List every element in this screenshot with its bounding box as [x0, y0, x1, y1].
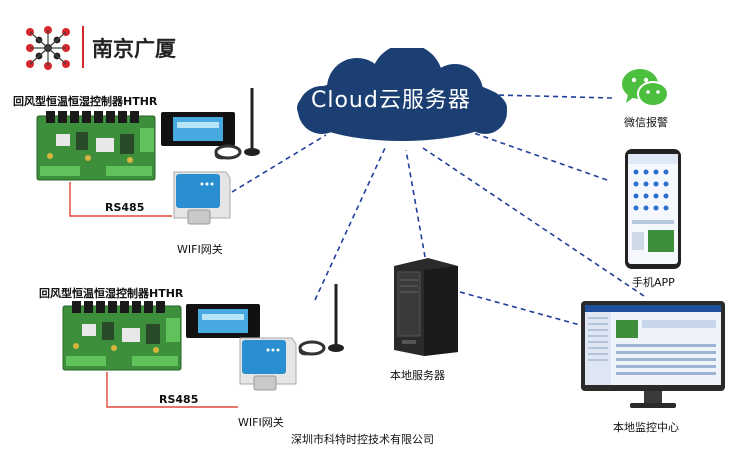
local-monitoring-center-label: 本地监控中心 [613, 421, 679, 434]
logo-name: 南京广厦 [92, 37, 176, 61]
link-wechat-cloud [496, 94, 613, 99]
touch-display-2 [186, 304, 260, 338]
link-server-cloud [405, 149, 426, 258]
local-server-tower [394, 258, 458, 356]
rs485-wire-1 [69, 182, 172, 217]
link-mobile-cloud [464, 129, 608, 181]
company-footer: 深圳市科特时控技术有限公司 [291, 433, 434, 446]
touch-display-1 [161, 112, 235, 146]
controller-board-1 [36, 111, 156, 181]
cloud-label: Cloud云服务器 [311, 88, 471, 113]
controller-board-2 [62, 301, 182, 371]
controller-title-1: 回风型恒温恒湿控制器HTHR [13, 95, 158, 108]
logo-divider [82, 26, 84, 68]
company-logo: 南京广厦 [20, 22, 210, 72]
rs485-label-1: RS485 [105, 201, 145, 214]
gateway-label-1: WIFI网关 [177, 243, 223, 256]
local-server-label: 本地服务器 [390, 369, 445, 382]
wechat-icon [622, 69, 669, 107]
wechat-alarm-label: 微信报警 [624, 116, 668, 129]
monitoring-center-monitor [581, 301, 725, 408]
cloud-server [297, 48, 507, 141]
logo-mark-icon [26, 26, 70, 70]
rs485-wire-2 [106, 372, 238, 408]
controller-title-2: 回风型恒温恒湿控制器HTHR [39, 287, 184, 300]
antenna-2 [298, 284, 344, 356]
gateway-label-2: WIFI网关 [238, 416, 284, 429]
link-gateway2-cloud [314, 147, 386, 301]
wifi-gateway-2 [239, 337, 297, 391]
antenna-1 [214, 88, 260, 160]
rs485-label-2: RS485 [159, 393, 199, 406]
mobile-phone [625, 149, 681, 269]
wifi-gateway-1 [173, 171, 231, 225]
link-gateway1-cloud [231, 134, 327, 193]
mobile-app-label: 手机APP [632, 276, 675, 289]
link-server-monitor [459, 291, 581, 326]
